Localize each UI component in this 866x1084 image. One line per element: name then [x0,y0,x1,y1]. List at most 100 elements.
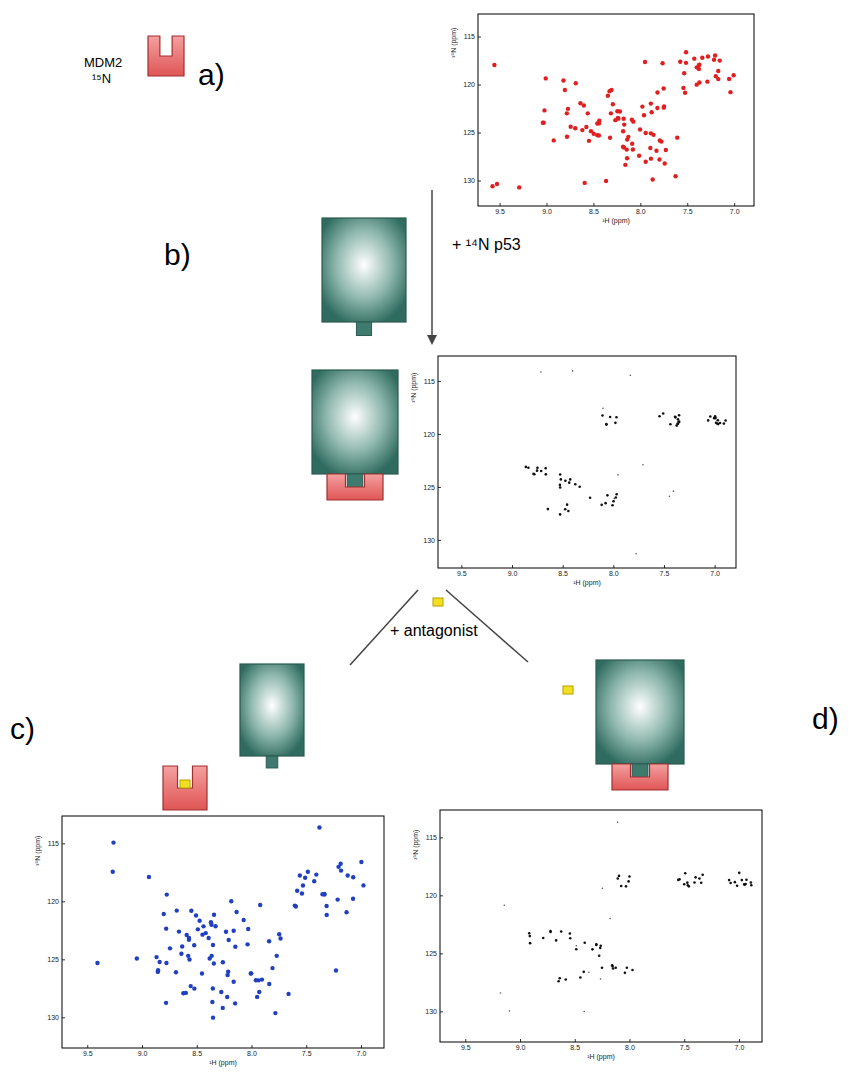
peak [566,503,569,506]
peak [211,986,215,990]
mdm2-shape [148,36,184,76]
tick [62,1017,65,1018]
tick [142,1045,143,1048]
peak [599,944,602,947]
peak [683,91,687,95]
panel-letter: c) [10,712,35,745]
peak [180,944,184,948]
peak [156,968,160,972]
peak [714,74,718,78]
tick-value: 130 [47,1014,59,1022]
peak [628,875,631,878]
noise-peak [509,1010,511,1012]
peak [728,90,732,94]
tick-value: 7.5 [680,1044,690,1052]
peak [254,978,258,982]
peak [643,160,647,164]
peak [564,479,567,482]
tick-value: 9.5 [457,570,467,578]
peak [95,961,99,965]
tick [440,1011,443,1012]
tick-value: 8.0 [247,1050,257,1058]
tick-value: 125 [423,484,435,492]
peak [684,61,688,65]
tick-value: 8.5 [192,1050,202,1058]
peak [723,422,726,425]
tick [734,203,735,206]
peak [678,878,681,881]
peak [738,872,741,875]
peak [583,941,586,944]
peak [135,956,139,960]
protein-name: MDM2 [84,56,122,70]
peak [187,938,191,942]
peak [660,61,664,65]
peak [200,971,204,975]
noise-peak [588,971,590,973]
peak [533,473,536,476]
peak [637,154,641,158]
peak [317,825,321,829]
peak [579,976,582,979]
peak [219,990,223,994]
peak [626,135,630,139]
peak [678,414,681,417]
p53-tail [632,764,648,778]
peak [644,131,648,135]
peak [621,145,625,149]
peak [270,966,274,970]
peak [597,121,601,125]
peak [729,882,732,885]
peak [687,884,690,887]
peak [260,977,264,981]
peak [561,78,565,82]
peak [300,891,304,895]
peak [736,884,739,887]
peak [213,924,217,928]
peak [741,879,744,882]
peak [525,466,528,469]
peak [731,73,735,77]
peak [601,966,604,969]
antagonist-shape [433,598,443,606]
peak [147,875,151,879]
peak [164,1001,168,1005]
peak [605,423,608,426]
tick-value: 120 [425,892,437,900]
peak [718,58,722,62]
tick-value: 7.0 [710,570,720,578]
peak [621,129,625,133]
peak [655,90,659,94]
tick [361,1045,362,1048]
peak [246,927,250,931]
step-label: + ¹⁴N p53 [452,236,521,254]
peak [745,878,748,881]
peak [681,86,685,90]
peak [582,971,585,974]
peak [164,961,168,965]
peak [273,1011,277,1015]
tick [62,901,65,902]
peak [609,88,613,92]
peak [684,872,687,875]
noise-peak [572,370,574,372]
peak [701,874,704,877]
tick [684,1039,685,1042]
tick [438,487,441,488]
peak [582,181,586,185]
peak [598,955,601,958]
spectrum-frame [438,356,736,568]
peak [626,966,629,969]
peak [612,967,615,970]
peak [622,122,626,126]
peak [611,965,614,968]
peak [606,494,609,497]
peak [631,969,634,972]
p53-tail [347,474,362,488]
noise-peak [602,407,604,409]
peak [612,500,615,503]
peak [294,904,298,908]
peak [165,892,169,896]
tick [478,181,481,182]
peak [555,939,558,942]
